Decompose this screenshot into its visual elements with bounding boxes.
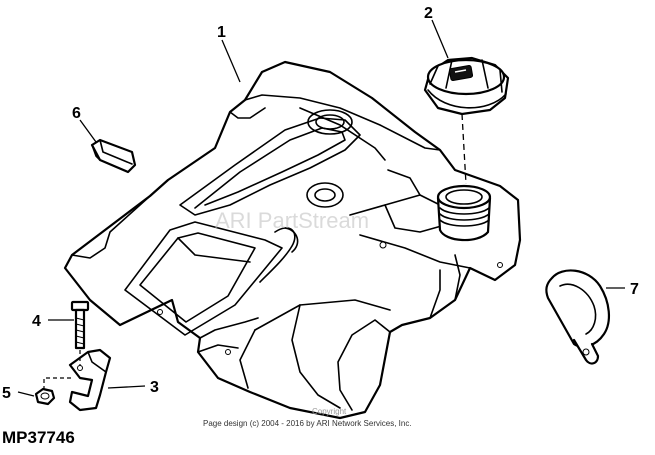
- callout-3: 3: [150, 379, 159, 396]
- callout-4: 4: [32, 313, 41, 330]
- callout-2: 2: [424, 5, 433, 22]
- bolt: [70, 300, 90, 350]
- cap-axis-line: [461, 113, 467, 185]
- filler-neck: [436, 184, 492, 242]
- watermark: ARI PartStream: [215, 208, 369, 233]
- copyright-footer: Page design (c) 2004 - 2016 by ARI Netwo…: [203, 419, 412, 428]
- fuel-tank-cover: [63, 60, 522, 420]
- hose-clamp: [545, 269, 610, 365]
- clip: [90, 138, 137, 174]
- callout-5: 5: [2, 385, 11, 402]
- nut: [34, 387, 56, 406]
- callout-1: 1: [217, 24, 226, 41]
- nut-axis-line: [43, 377, 72, 390]
- callout-7: 7: [630, 281, 639, 298]
- fuel-cap: [423, 56, 510, 116]
- leader-lines: [17, 19, 625, 397]
- watermark-small: Copyright: [312, 407, 347, 416]
- part-code: MP37746: [2, 428, 75, 447]
- bracket: [68, 348, 112, 412]
- callout-6: 6: [72, 105, 81, 122]
